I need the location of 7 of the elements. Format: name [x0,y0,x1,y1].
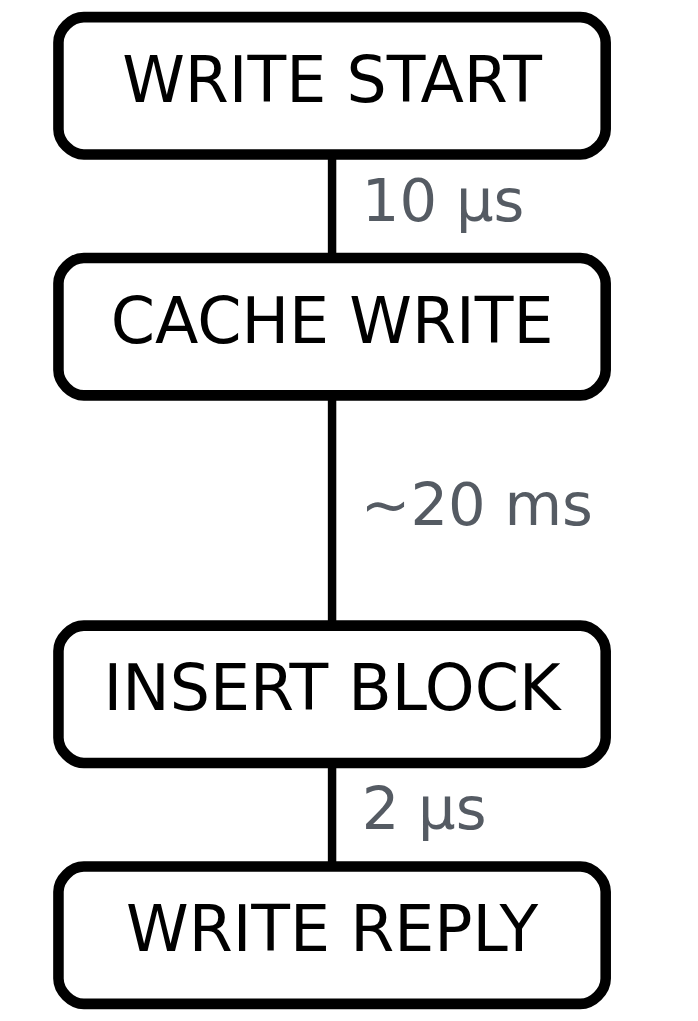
edge-label: 2 µs [361,774,487,844]
node-box: CACHE WRITE [52,252,611,401]
edge-label: ~20 ms [360,470,593,540]
node-box: INSERT BLOCK [52,620,611,769]
edge-label: 10 µs [361,165,524,235]
node-box: WRITE REPLY [52,861,611,1010]
node-box: WRITE START [52,11,611,160]
